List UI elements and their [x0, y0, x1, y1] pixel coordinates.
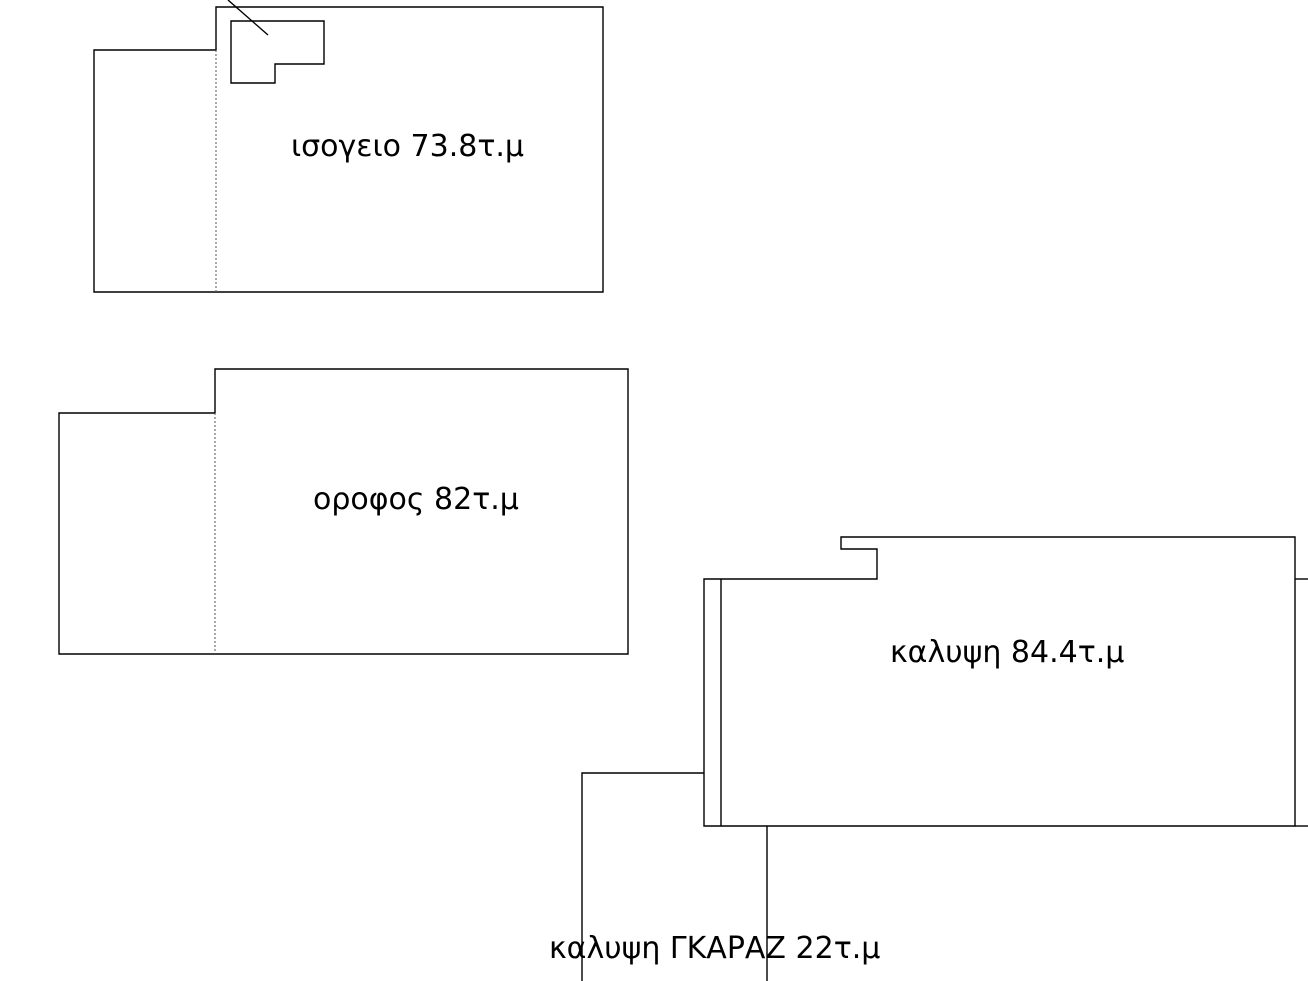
coverage-area-label: καλυψη 84.4τ.μ [890, 635, 1124, 670]
ground-floor-area-label: ισογειο 73.8τ.μ [291, 129, 524, 164]
garage-plan: καλυψη ΓΚΑΡΑΖ 22τ.μ [549, 772, 880, 981]
ground-floor-leader-line [227, 0, 269, 36]
coverage-outline [703, 536, 1296, 827]
garage-outline [581, 772, 704, 981]
ground-floor-plan: ισογειο 73.8τ.μ [93, 0, 604, 293]
garage-area-label: καλυψη ΓΚΑΡΑΖ 22τ.μ [549, 931, 880, 966]
upper-floor-area-label: οροφος 82τ.μ [313, 482, 519, 517]
ground-floor-stair-shape [230, 20, 325, 84]
coverage-plan: καλυψη 84.4τ.μ [703, 536, 1308, 827]
upper-floor-plan: οροφος 82τ.μ [58, 368, 629, 655]
